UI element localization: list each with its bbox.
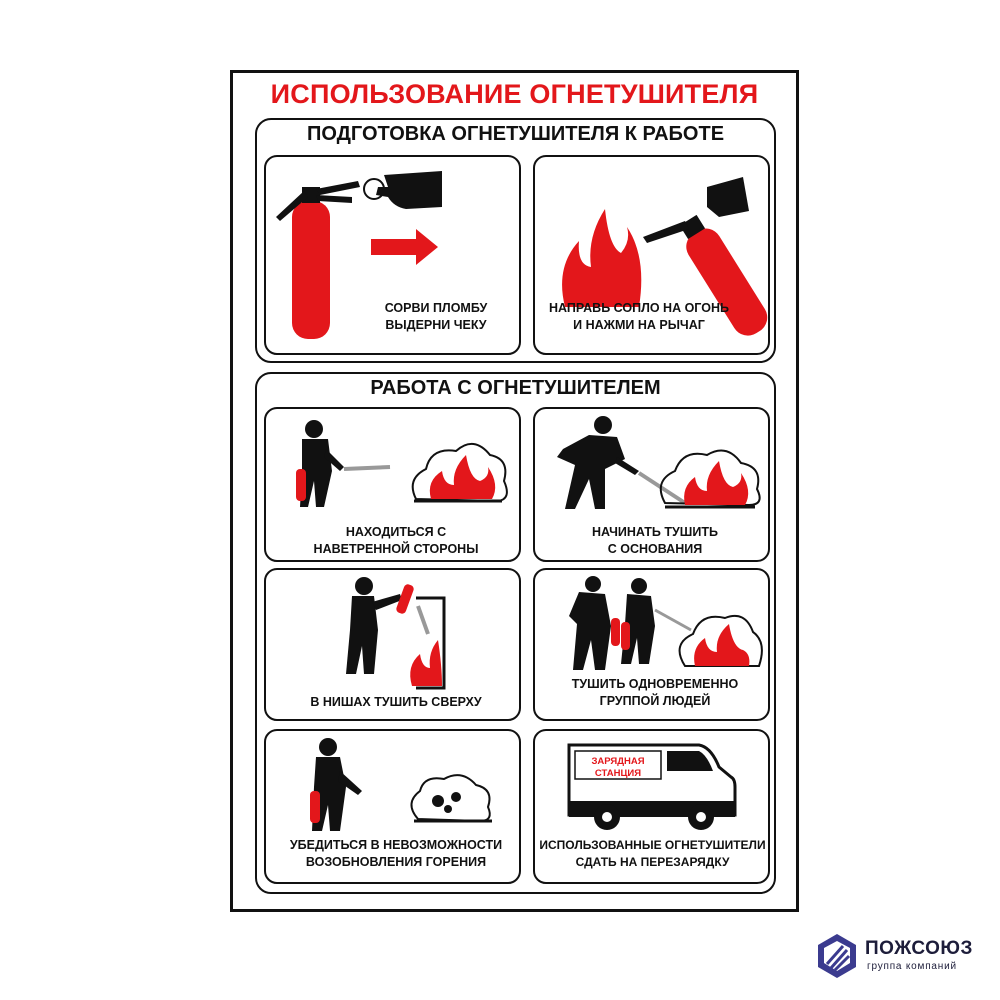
caption-niches: В НИШАХ ТУШИТЬ СВЕРХУ	[310, 695, 482, 709]
section-title-working: РАБОТА С ОГНЕТУШИТЕЛЕМ	[370, 377, 661, 399]
safety-poster: ИСПОЛЬЗОВАНИЕ ОГНЕТУШИТЕЛЯ ПОДГОТОВКА ОГ…	[230, 70, 799, 912]
card-niches: В НИШАХ ТУШИТЬ СВЕРХУ	[264, 568, 521, 721]
smoke-cloud-icon	[659, 449, 761, 507]
logo-subtitle: группа компаний	[867, 961, 957, 972]
upwind-illustration	[296, 420, 508, 507]
caption-recharge: ИСПОЛЬЗОВАННЫЕ ОГНЕТУШИТЕЛИ СДАТЬ НА ПЕР…	[539, 838, 766, 869]
poster-title: ИСПОЛЬЗОВАНИЕ ОГНЕТУШИТЕЛЯ	[270, 79, 759, 109]
van-illustration: ЗАРЯДНАЯ СТАНЦИЯ	[567, 743, 737, 830]
card-aim-nozzle: НАПРАВЬ СОПЛО НА ОГОНЬ И НАЖМИ НА РЫЧАГ	[533, 155, 770, 355]
logo-name: ПОЖСОЮЗ	[865, 938, 973, 959]
niches-illustration	[346, 577, 446, 690]
caption-from-base: НАЧИНАТЬ ТУШИТЬ С ОСНОВАНИЯ	[592, 525, 718, 556]
firefighter-icon	[346, 577, 414, 674]
card-pull-pin: СОРВИ ПЛОМБУ ВЫДЕРНИ ЧЕКУ	[264, 155, 521, 355]
company-logo: ПОЖСОЮЗ группа компаний	[815, 930, 995, 980]
firefighter-icon	[310, 738, 362, 831]
van-label-line1: ЗАРЯДНАЯ	[591, 756, 644, 767]
smoke-cloud-icon	[411, 443, 508, 503]
aim-nozzle-illustration	[562, 177, 768, 336]
extinguisher-pin-illustration	[276, 171, 442, 339]
firefighter-icon	[557, 416, 639, 509]
firefighter-icon	[296, 420, 344, 507]
smoke-cloud-icon	[678, 614, 763, 667]
card-from-base: НАЧИНАТЬ ТУШИТЬ С ОСНОВАНИЯ	[533, 407, 770, 562]
card-group: ТУШИТЬ ОДНОВРЕМЕННО ГРУППОЙ ЛЮДЕЙ	[533, 568, 770, 721]
firefighter-icon	[569, 576, 620, 670]
card-recharge: ЗАРЯДНАЯ СТАНЦИЯ ИСПОЛЬЗОВАННЫЕ ОГНЕТУШИ…	[533, 729, 770, 884]
firefighter-icon	[621, 578, 655, 664]
smoke-cloud-icon	[410, 774, 491, 823]
section-preparation: ПОДГОТОВКА ОГНЕТУШИТЕЛЯ К РАБОТЕ СОРВИ П…	[255, 118, 776, 363]
card-upwind: НАХОДИТЬСЯ С НАВЕТРЕННОЙ СТОРОНЫ	[264, 407, 521, 562]
fire-icon	[562, 209, 642, 307]
section-working: РАБОТА С ОГНЕТУШИТЕЛЕМ НАХОДИТЬСЯ С НАВЕ…	[255, 372, 776, 894]
caption-no-reignition: УБЕДИТЬСЯ В НЕВОЗМОЖНОСТИ ВОЗОБНОВЛЕНИЯ …	[289, 838, 503, 869]
hand-icon	[707, 177, 749, 217]
hexagon-logo-icon	[818, 934, 856, 978]
arrow-right-icon	[371, 229, 438, 265]
section-title-preparation: ПОДГОТОВКА ОГНЕТУШИТЕЛЯ К РАБОТЕ	[306, 123, 725, 145]
fire-icon	[410, 640, 442, 686]
group-illustration	[569, 576, 763, 670]
hand-icon	[376, 171, 442, 209]
caption-upwind: НАХОДИТЬСЯ С НАВЕТРЕННОЙ СТОРОНЫ	[313, 525, 479, 556]
extinguisher-body-icon	[292, 201, 330, 339]
from-base-illustration	[557, 416, 761, 509]
no-reignition-illustration	[310, 738, 492, 831]
van-label-line2: СТАНЦИЯ	[595, 768, 641, 779]
caption-group: ТУШИТЬ ОДНОВРЕМЕННО ГРУППОЙ ЛЮДЕЙ	[571, 677, 739, 708]
card-no-reignition: УБЕДИТЬСЯ В НЕВОЗМОЖНОСТИ ВОЗОБНОВЛЕНИЯ …	[264, 729, 521, 884]
fire-icon	[694, 624, 750, 666]
fire-icon	[429, 455, 496, 499]
extinguisher-body-icon	[686, 228, 768, 336]
caption-pull-pin: СОРВИ ПЛОМБУ ВЫДЕРНИ ЧЕКУ	[384, 301, 488, 332]
fire-icon	[684, 461, 749, 505]
caption-aim-nozzle: НАПРАВЬ СОПЛО НА ОГОНЬ И НАЖМИ НА РЫЧАГ	[549, 301, 729, 332]
